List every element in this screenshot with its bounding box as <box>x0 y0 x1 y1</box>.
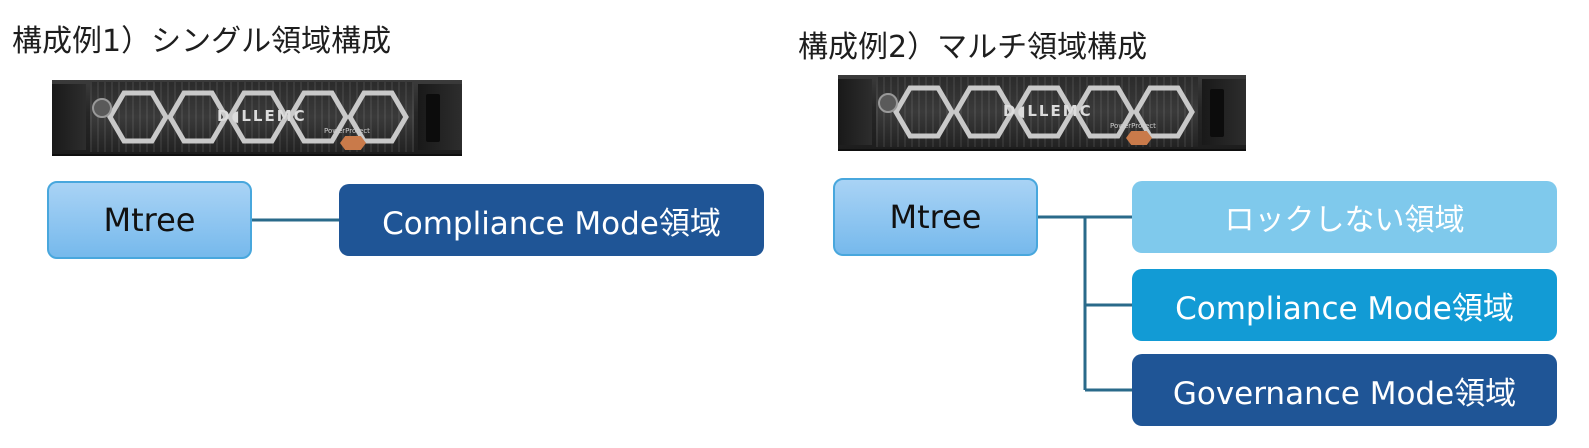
server-knob-icon <box>92 98 112 118</box>
server-knob-icon <box>878 93 898 113</box>
server-right-ear <box>1202 79 1246 145</box>
mtree-box: Mtree <box>833 178 1038 256</box>
server-right-ear <box>418 84 462 150</box>
server-image: D◖LLEMC PowerProtect <box>52 80 462 156</box>
governance-mode-area: Governance Mode領域 <box>1132 354 1557 426</box>
server-status-led <box>1126 131 1152 145</box>
compliance-mode-area: Compliance Mode領域 <box>1132 269 1557 341</box>
server-left-ear <box>838 79 872 145</box>
server-status-led <box>340 136 366 150</box>
example2-title: 構成例2）マルチ領域構成 <box>798 30 1148 65</box>
server-image: D◖LLEMC PowerProtect <box>838 75 1246 151</box>
example1-title: 構成例1）シングル領域構成 <box>12 24 392 59</box>
server-left-ear <box>52 84 86 150</box>
server-product-label: PowerProtect <box>1110 122 1156 130</box>
server-brand-logo: D◖LLEMC <box>217 107 307 125</box>
compliance-mode-area: Compliance Mode領域 <box>339 184 764 256</box>
unlocked-area: ロックしない領域 <box>1132 181 1557 253</box>
server-brand-logo: D◖LLEMC <box>1003 102 1093 120</box>
mtree-box: Mtree <box>47 181 252 259</box>
server-product-label: PowerProtect <box>324 127 370 135</box>
